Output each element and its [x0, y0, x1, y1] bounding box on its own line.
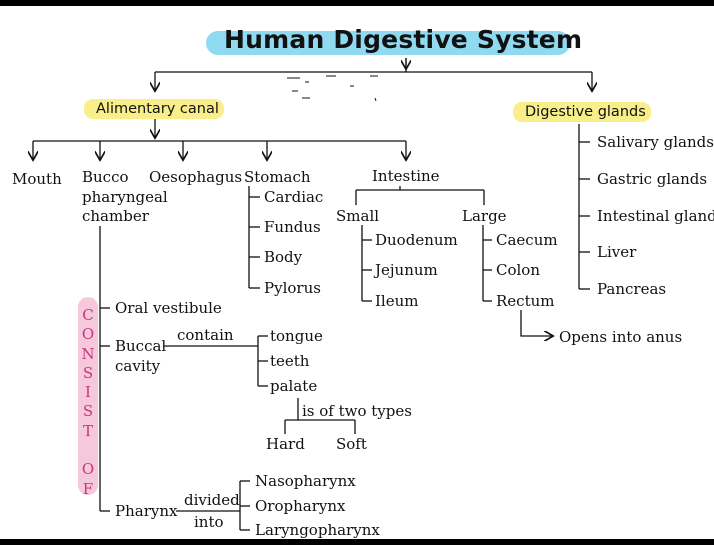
rectum-arrow	[520, 310, 552, 336]
large-intestine-part: Colon	[496, 261, 540, 279]
cavity-part: tongue	[270, 327, 323, 345]
palate-type-soft: Soft	[336, 435, 367, 453]
palate-connector	[284, 398, 356, 434]
divided-label: divided	[184, 491, 240, 509]
consist-letter: I	[85, 383, 91, 402]
rectum-note: Opens into anus	[559, 328, 683, 346]
small-intestine-part: Jejunum	[375, 261, 438, 279]
cavity-part: teeth	[270, 352, 310, 370]
alimentary-highlight	[84, 99, 224, 119]
pharynx-label: Pharynx	[115, 502, 178, 520]
gland-item: Liver	[597, 243, 637, 261]
palate-type-hard: Hard	[266, 435, 305, 453]
alimentary-canal-label: Alimentary canal	[96, 101, 219, 117]
title-highlight	[206, 31, 570, 55]
mouth-label: Mouth	[12, 170, 62, 188]
intestine-label: Intestine	[372, 167, 440, 185]
into-label: into	[194, 513, 224, 531]
buccal-label-line2: cavity	[115, 357, 161, 375]
consist-of-highlight	[78, 297, 98, 495]
large-intestine-part: Rectum	[496, 292, 555, 310]
pharynx-part: Nasopharynx	[255, 472, 356, 490]
large-intestine-label: Large	[462, 207, 507, 225]
consist-letter	[78, 441, 98, 460]
small-intestine-label: Small	[336, 207, 380, 225]
bucco-label-line1: Bucco	[82, 168, 129, 186]
consist-letter: S	[82, 402, 94, 421]
intestine-connector	[355, 186, 485, 205]
stomach-label: Stomach	[244, 168, 311, 186]
stomach-part: Body	[264, 248, 303, 266]
stomach-part: Cardiac	[264, 188, 324, 206]
pharynx-part: Laryngopharynx	[255, 521, 380, 539]
consist-letter: N	[81, 344, 95, 363]
small-intestine-part: Ileum	[375, 292, 419, 310]
gland-item: Salivary glands	[597, 133, 714, 151]
consist-letter: C	[82, 306, 94, 324]
consist-of-label: C O N S I S T O F	[78, 306, 98, 499]
diagram-canvas: Human Digestive System Alimentary canal …	[0, 6, 714, 539]
oral-vestibule-label: Oral vestibule	[115, 299, 222, 317]
buccal-label-line1: Buccal	[115, 337, 167, 355]
digestive-glands-label: Digestive glands	[525, 104, 646, 120]
scribble-marks	[287, 75, 378, 102]
consist-letter: T	[82, 421, 93, 440]
stomach-part: Pylorus	[264, 279, 321, 297]
gland-item: Intestinal glands	[597, 207, 714, 225]
bucco-label-line3: chamber	[82, 207, 149, 225]
consist-letter: F	[82, 479, 94, 498]
consist-letter: S	[82, 363, 94, 382]
stomach-part: Fundus	[264, 218, 321, 236]
connector-lines	[0, 58, 714, 531]
large-intestine-part: Caecum	[496, 231, 558, 249]
consist-letter: O	[81, 325, 95, 344]
consist-letter: O	[81, 460, 95, 479]
bucco-label-line2: pharyngeal	[82, 188, 168, 206]
gland-item: Pancreas	[597, 280, 667, 298]
glands-highlight	[513, 102, 651, 122]
contain-label: contain	[177, 326, 234, 344]
cavity-part: palate	[270, 377, 318, 395]
palate-note: is of two types	[302, 402, 412, 420]
oesophagus-label: Oesophagus	[149, 168, 243, 186]
pharynx-part: Oropharynx	[255, 497, 346, 515]
diagram-title: Human Digestive System	[224, 25, 583, 54]
gland-item: Gastric glands	[597, 170, 708, 188]
small-intestine-part: Duodenum	[375, 231, 458, 249]
